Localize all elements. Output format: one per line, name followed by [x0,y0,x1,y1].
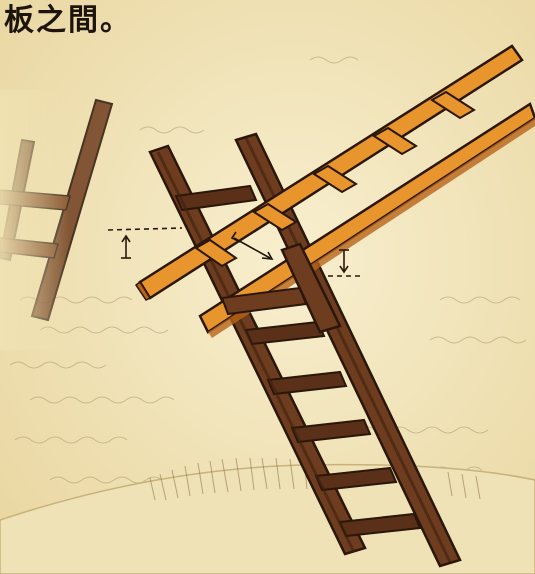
caption-text: 板之間。 [4,2,132,40]
